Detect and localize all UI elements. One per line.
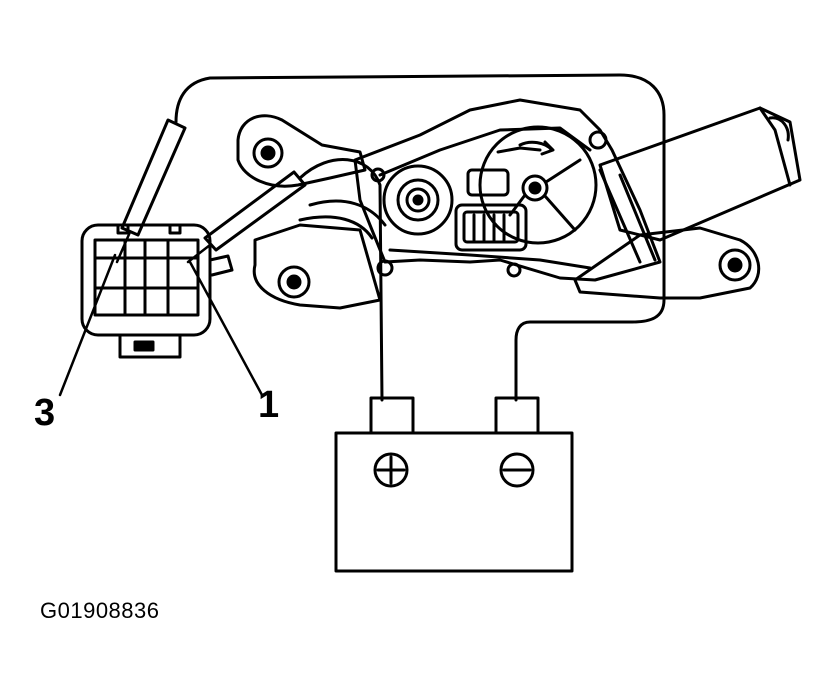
leader-line-pin-1 — [188, 260, 264, 397]
figure-id: G01908836 — [40, 598, 160, 623]
battery-negative-terminal — [494, 396, 540, 435]
jumper-wire-negative — [174, 73, 666, 402]
test-probe-1 — [115, 118, 187, 264]
jumper-wire-positive — [298, 158, 384, 402]
pin-3-label: 3 — [34, 392, 56, 434]
minus-terminal-icon — [499, 452, 535, 488]
pin-1-label: 1 — [258, 384, 280, 426]
plus-terminal-icon — [373, 452, 409, 488]
test-probe-2 — [186, 170, 307, 264]
connector-plug — [80, 223, 234, 359]
wiper-motor-assembly — [236, 98, 802, 310]
leader-line-pin-3 — [58, 253, 117, 397]
battery — [334, 396, 574, 573]
battery-positive-terminal — [369, 396, 415, 435]
